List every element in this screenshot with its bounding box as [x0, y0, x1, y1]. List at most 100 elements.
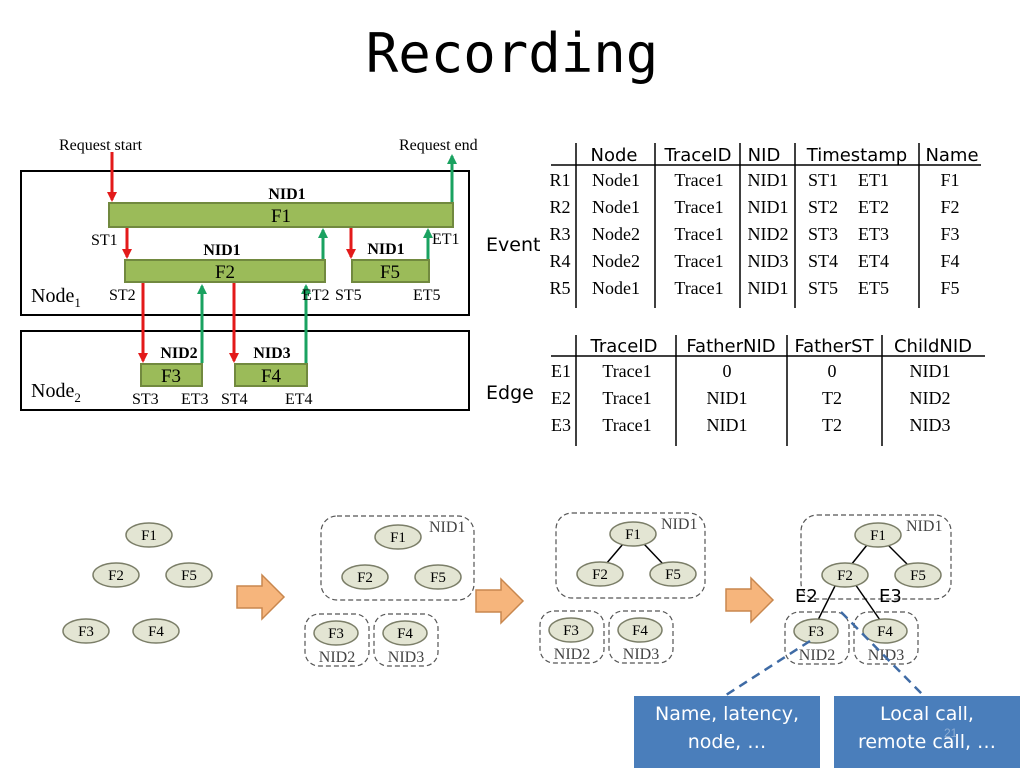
edge-table: Edge TraceID FatherNID FatherST ChildNID: [486, 335, 985, 446]
edge-traceid-cell: Trace1: [602, 361, 652, 381]
stage1-f5-text: F5: [181, 568, 197, 584]
stage2-f3-node: [313, 620, 359, 646]
f4-nid-label: NID3: [253, 345, 290, 362]
event-end-time-cell: ET3: [858, 224, 889, 244]
stage3-nid1-label: NID1: [661, 516, 697, 533]
event-end-time-cell: ET4: [858, 251, 889, 271]
stage1-f5-node: [165, 562, 213, 588]
event-header-nid: NID: [748, 145, 781, 166]
stage3-f3-text: F3: [563, 623, 579, 639]
event-node-cell: Node2: [592, 251, 640, 271]
event-table-header: Node TraceID NID Timestamp Name: [591, 145, 979, 166]
stage3-f1-node: [609, 521, 657, 547]
et2-label: ET2: [302, 287, 330, 304]
stage4-e2-label: E2: [795, 586, 818, 607]
event-nid-cell: NID2: [747, 224, 789, 244]
stage3-f4-text: F4: [632, 623, 648, 639]
event-nid-cell: NID3: [747, 251, 789, 271]
st2-label: ST2: [109, 287, 136, 304]
edge-row-id: E3: [551, 415, 571, 435]
edge-info-callout-line2: remote call, …: [857, 731, 997, 753]
event-node-cell: Node1: [592, 170, 640, 190]
event-start-time-cell: ST4: [808, 251, 839, 271]
stage1-f1-node: [125, 522, 173, 548]
stage4-nid2-label: NID2: [799, 647, 835, 664]
f5-bar-label: F5: [380, 262, 400, 283]
stage4-f2-node: [821, 562, 869, 588]
event-header-timestamp: Timestamp: [806, 145, 907, 166]
event-node-cell: Node2: [592, 224, 640, 244]
event-row-id: R5: [549, 278, 571, 298]
node2-label: Node2: [31, 380, 81, 405]
stage2-f4-node: [382, 620, 428, 646]
event-name-cell: F5: [940, 278, 960, 298]
stage1-f4-text: F4: [148, 624, 164, 640]
f4-bar: [234, 363, 308, 387]
request-start-label: Request start: [59, 137, 143, 154]
f5-nid-label: NID1: [367, 241, 404, 258]
event-traceid-cell: Trace1: [674, 278, 724, 298]
callout-connector-right: [840, 611, 924, 696]
event-name-cell: F3: [940, 224, 960, 244]
stage3-f2-text: F2: [592, 567, 608, 583]
edge-childnid-cell: NID1: [909, 361, 951, 381]
event-name-cell: F2: [940, 197, 960, 217]
node1-label: Node1: [31, 285, 81, 310]
edge-fathernid-cell: NID1: [706, 415, 748, 435]
edge-traceid-cell: Trace1: [602, 388, 652, 408]
event-row-id: R1: [549, 170, 571, 190]
node-info-callout-line2: node, …: [687, 731, 767, 753]
event-start-time-cell: ST2: [808, 197, 839, 217]
f1-bar-label: F1: [271, 206, 291, 227]
page-number: 21: [944, 726, 958, 740]
et4-label: ET4: [285, 391, 313, 408]
edge-header-fatherst: FatherST: [794, 336, 874, 357]
edge-header-childnid: ChildNID: [894, 336, 972, 357]
edge-fathernid-cell: NID1: [706, 388, 748, 408]
et3-label: ET3: [181, 391, 209, 408]
edge-info-callout: Local call, remote call, …: [834, 696, 1020, 768]
edge-fatherst-cell: T2: [822, 415, 842, 435]
f1-bar: [108, 202, 454, 228]
stage4-f4-node: [862, 618, 908, 644]
stage4-f5-node: [894, 562, 942, 588]
stage2-f5-text: F5: [430, 570, 446, 586]
event-row-id: R2: [549, 197, 571, 217]
event-nid-cell: NID1: [747, 278, 789, 298]
event-header-name: Name: [925, 145, 978, 166]
f3-bar: [140, 363, 203, 387]
edge-fatherst-cell: 0: [827, 361, 837, 381]
event-table-label: Event: [486, 234, 540, 256]
edge-table-label: Edge: [486, 382, 534, 404]
stage4-f5-text: F5: [910, 568, 926, 584]
stage3-nid3-group: [608, 610, 674, 664]
node-info-callout: Name, latency, node, …: [634, 696, 820, 768]
stage4-nid3-group: [853, 611, 919, 665]
stage3-nid2-group: [539, 610, 605, 664]
stage3-nid2-label: NID2: [554, 646, 590, 663]
stage2-f5-node: [414, 564, 462, 590]
stage1-f3-text: F3: [78, 624, 94, 640]
event-traceid-cell: Trace1: [674, 197, 724, 217]
st4-label: ST4: [221, 391, 248, 408]
edge-header-traceid: TraceID: [590, 336, 658, 357]
event-traceid-cell: Trace1: [674, 251, 724, 271]
event-header-traceid: TraceID: [664, 145, 732, 166]
stage4-f3-text: F3: [808, 624, 824, 640]
stage4-e3-label: E3: [879, 586, 902, 607]
event-row-id: R4: [549, 251, 571, 271]
stage-2-groups: NID1 F1 F2 F5 F3 NID2 F4 NID3: [304, 515, 475, 667]
request-end-label: Request end: [399, 137, 478, 154]
edge-fathernid-cell: 0: [722, 361, 732, 381]
stage1-f2-node: [92, 562, 140, 588]
stage2-nid3-label: NID3: [388, 649, 424, 666]
stage1-f4-node: [132, 618, 180, 644]
stage3-f5-node: [649, 561, 697, 587]
event-start-time-cell: ST5: [808, 278, 839, 298]
